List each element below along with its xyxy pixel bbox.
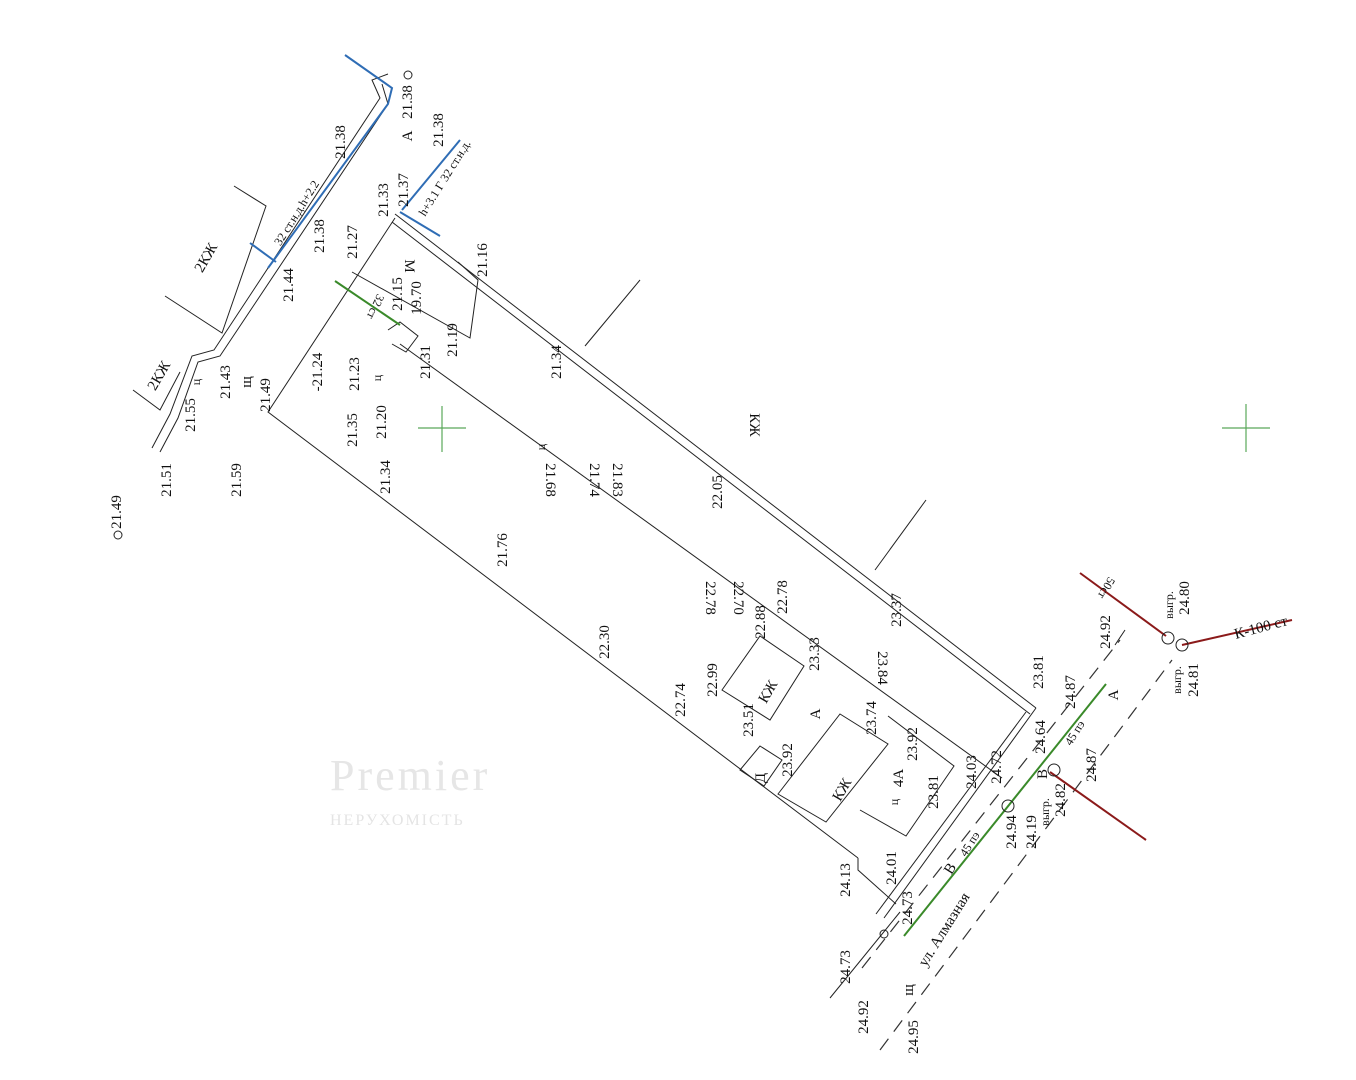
map-label: 24.13: [838, 863, 854, 897]
map-label: 22.74: [673, 683, 689, 717]
map-label: 21.20: [374, 405, 390, 439]
map-label: 24.03: [964, 755, 980, 789]
map-label: 24.64: [1033, 720, 1049, 754]
map-label: 21.49: [258, 378, 274, 412]
map-label: 2КЖ: [192, 240, 222, 275]
watermark-subtitle: НЕРУХОМІСТЬ: [330, 812, 465, 829]
map-label: 21.34: [549, 345, 565, 379]
map-label: 32 ст: [364, 292, 388, 322]
map-label: 22.78: [775, 580, 791, 614]
map-label: 23.37: [889, 593, 905, 627]
map-label: щ: [901, 984, 917, 996]
map-label: 24.73: [838, 950, 854, 984]
map-label: h+3.1 Г 32 ст.н.д.: [416, 137, 474, 218]
map-label: 2КЖ: [145, 358, 175, 393]
map-label: 23.33: [807, 637, 823, 671]
map-label: М: [401, 259, 417, 272]
wells: [113, 70, 1189, 939]
map-label: 21.35: [345, 413, 361, 447]
map-label: 21.55: [183, 398, 199, 432]
map-label: 24.94: [1004, 815, 1020, 849]
map-label: 21.49: [109, 495, 125, 529]
map-label: выгр.: [1162, 591, 1176, 619]
map-label: 21.34: [378, 460, 394, 494]
map-label: К-100 ст: [1233, 613, 1290, 643]
map-label: 24.72: [989, 750, 1005, 784]
map-label: ц: [189, 378, 203, 385]
map-label: 22.30: [597, 625, 613, 659]
map-label: 24.80: [1177, 581, 1193, 615]
map-label: 21.15: [390, 277, 406, 311]
map-label: 22.78: [702, 581, 718, 615]
map-label: 24.92: [1098, 615, 1114, 649]
map-label: 21.44: [281, 268, 297, 302]
map-label: 23.74: [864, 701, 880, 735]
map-label: 21.76: [495, 533, 511, 567]
map-label: 21.38: [431, 113, 447, 147]
map-label: ц: [534, 443, 548, 450]
boundaries: [132, 73, 1126, 999]
map-label: 21.19: [445, 323, 461, 357]
map-label: А: [808, 708, 824, 719]
map-label: ц: [370, 374, 384, 381]
map-label: 24.73: [900, 891, 916, 925]
grid-crosses: [418, 404, 1270, 452]
map-label: 23.81: [1031, 655, 1047, 689]
map-label: 21.27: [345, 225, 361, 259]
map-label: 21.37: [396, 173, 412, 207]
map-label: А: [1106, 689, 1122, 700]
utility-lines: [249, 54, 1293, 937]
map-label: Д: [753, 773, 769, 783]
map-label: 24.95: [906, 1020, 922, 1054]
map-label: 21.59: [229, 463, 245, 497]
map-label: 23.92: [905, 727, 921, 761]
map-label: 21.38: [312, 219, 328, 253]
map-label: 24.87: [1063, 675, 1079, 709]
map-label: 21.23: [347, 357, 363, 391]
map-label: 19.70: [409, 281, 425, 315]
map-label: 24.92: [856, 1000, 872, 1034]
map-label: ул. Алмазная: [916, 890, 974, 970]
map-label: В: [941, 860, 960, 877]
watermark-title: Premier: [330, 751, 490, 800]
map-label: 21.16: [475, 243, 491, 277]
map-label: 21.31: [418, 345, 434, 379]
map-label: 22.70: [730, 581, 746, 615]
map-label: КЖ: [756, 677, 782, 706]
map-label: 45 пэ: [1062, 718, 1088, 748]
map-label: щ: [239, 376, 255, 388]
map-label: 21.51: [159, 463, 175, 497]
map-label: 24.82: [1053, 783, 1069, 817]
map-label: 23.51: [741, 703, 757, 737]
map-label: 21.33: [376, 183, 392, 217]
map-label: 22.99: [705, 663, 721, 697]
map-label: КЖ: [746, 413, 762, 437]
map-label: 24.87: [1084, 748, 1100, 782]
map-label: 23.81: [926, 775, 942, 809]
map-label: 22.05: [710, 475, 726, 509]
street-dashed-lines: [861, 639, 1173, 1051]
map-label: выгр.: [1170, 666, 1184, 694]
map-label: КЖ: [830, 775, 856, 804]
map-label: 21.38: [333, 125, 349, 159]
map-label: 21.43: [218, 365, 234, 399]
map-label: 4А: [891, 769, 907, 788]
map-label: 21.83: [609, 463, 625, 497]
map-label: В: [1035, 769, 1051, 779]
map-label: 21.68: [542, 463, 558, 497]
watermark: Premier НЕРУХОМІСТЬ: [330, 751, 490, 829]
map-label: ц: [887, 798, 901, 805]
map-label: выгр.: [1038, 798, 1052, 826]
map-label: -21.24: [310, 352, 326, 391]
map-label: 21.74: [586, 463, 602, 497]
map-label: 23.84: [874, 651, 890, 685]
map-label: 24.01: [884, 851, 900, 885]
map-label: 23.92: [780, 743, 796, 777]
map-label: 22.88: [753, 605, 769, 639]
map-label: 24.81: [1186, 663, 1202, 697]
map-label: А: [400, 130, 416, 141]
map-label: 24.19: [1024, 815, 1040, 849]
map-label: 21.38: [400, 85, 416, 119]
